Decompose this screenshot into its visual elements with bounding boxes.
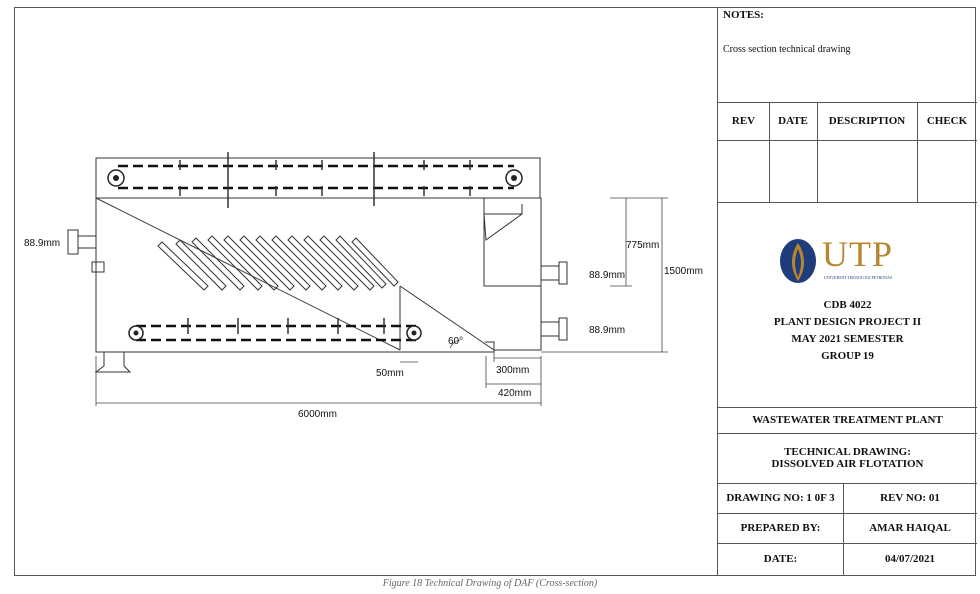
tank-right-wall: [483, 197, 542, 287]
title-block: NOTES: Cross section technical drawing R…: [717, 7, 977, 576]
angle-arc: [449, 339, 461, 349]
dim-angle: 60°: [448, 336, 463, 347]
dim-300: 300mm: [496, 365, 529, 376]
drawing-title-line-1: TECHNICAL DRAWING:: [784, 446, 911, 458]
utp-logo: UTP UNIVERSITI TEKNOLOGI PETRONAS: [778, 234, 918, 287]
semester: MAY 2021 SEMESTER: [791, 333, 904, 345]
dim-outlet-top: 88.9mm: [589, 270, 625, 281]
group: GROUP 19: [821, 350, 874, 362]
inlet-pipe: [77, 235, 97, 249]
right-body: [494, 286, 542, 351]
utp-logo-text: UTP: [822, 234, 894, 274]
date-value: 04/07/2021: [884, 553, 936, 565]
plant-name: WASTEWATER TREATMENT PLANT: [752, 414, 943, 426]
separator-diagonal: [399, 285, 495, 351]
project-info: CDB 4022 PLANT DESIGN PROJECT II MAY 202…: [718, 297, 977, 365]
outlet-flange-top: [558, 261, 568, 285]
dim-775: 775mm: [626, 240, 659, 251]
figure-caption: Figure 18 Technical Drawing of DAF (Cros…: [382, 578, 598, 589]
tank-outline: [95, 197, 495, 353]
dim-6000: 6000mm: [298, 409, 337, 420]
outlet-pipe-top: [540, 265, 560, 281]
dim-outlet-bottom: 88.9mm: [589, 325, 625, 336]
prepared-by-label: PREPARED BY:: [740, 522, 821, 534]
date-header: DATE: [778, 115, 808, 127]
prepared-by: AMAR HAIQAL: [869, 522, 951, 534]
outlet-pipe-bottom: [540, 321, 560, 337]
rev-no: REV NO: 01: [880, 492, 940, 504]
drawing-title: TECHNICAL DRAWING: DISSOLVED AIR FLOTATI…: [718, 433, 977, 483]
outlet-flange-bottom: [558, 317, 568, 341]
dim-420: 420mm: [498, 388, 531, 399]
scraper-frame: [95, 157, 541, 199]
notes-title: NOTES:: [723, 9, 764, 21]
check-header: CHECK: [926, 115, 968, 127]
outlet-baffle: [483, 204, 523, 241]
dim-1500: 1500mm: [664, 266, 703, 277]
drawing-sheet: [14, 7, 976, 576]
date-label: DATE:: [763, 553, 798, 565]
tank-leg: [94, 352, 132, 373]
course-name: PLANT DESIGN PROJECT II: [773, 316, 922, 328]
dim-50: 50mm: [376, 368, 404, 379]
description-header: DESCRIPTION: [828, 115, 906, 127]
drawing-title-line-2: DISSOLVED AIR FLOTATION: [771, 458, 924, 470]
inlet-flange: [67, 229, 79, 255]
notes-text: Cross section technical drawing: [723, 44, 851, 55]
rev-header: REV: [731, 115, 756, 127]
course-code: CDB 4022: [823, 299, 872, 311]
drain-pipe: [91, 261, 105, 273]
lamella-plates: [157, 235, 399, 291]
dim-inlet-pipe: 88.9mm: [24, 238, 60, 249]
drawing-no: DRAWING NO: 1 0F 3: [726, 492, 835, 504]
daf-cross-section-drawing: 88.9mm 775mm 1500mm 88.9mm 88.9mm 60° 50…: [24, 152, 703, 420]
utp-logo-subtext: UNIVERSITI TEKNOLOGI PETRONAS: [824, 275, 893, 280]
